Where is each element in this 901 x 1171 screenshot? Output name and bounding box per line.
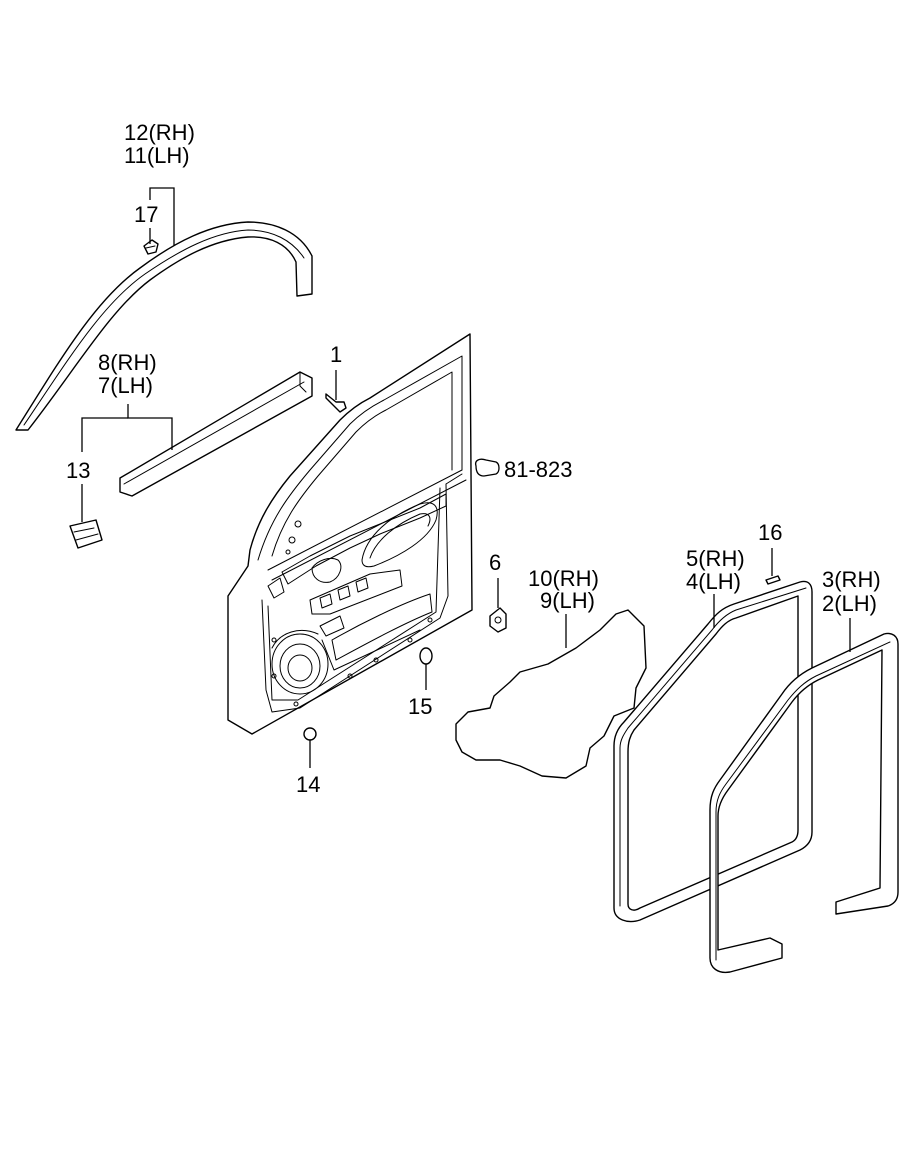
callout-ref-81-823: 81-823 bbox=[504, 457, 573, 482]
callout-13: 13 bbox=[66, 458, 90, 483]
callout-14: 14 bbox=[296, 772, 320, 797]
callout-9-lh: 9(LH) bbox=[540, 588, 595, 613]
weatherstrip-inner bbox=[613, 580, 813, 923]
callout-2-lh: 2(LH) bbox=[822, 591, 877, 616]
door-panel bbox=[227, 333, 473, 735]
callout-4-lh: 4(LH) bbox=[686, 569, 741, 594]
callout-15: 15 bbox=[408, 694, 432, 719]
bracket-part bbox=[69, 519, 103, 549]
sealing-film bbox=[455, 609, 647, 779]
callout-3-rh: 3(RH) bbox=[822, 567, 881, 592]
screw-part bbox=[325, 393, 347, 413]
callout-5-rh: 5(RH) bbox=[686, 546, 745, 571]
weatherstrip-outer bbox=[709, 632, 899, 974]
pad-part bbox=[765, 575, 781, 585]
callout-11-lh: 11(LH) bbox=[124, 143, 190, 168]
leader-lines bbox=[81, 187, 851, 768]
callout-1: 1 bbox=[330, 342, 342, 367]
callout-17: 17 bbox=[134, 202, 158, 227]
callout-10-rh: 10(RH) bbox=[528, 566, 599, 591]
callout-12-rh: 12(RH) bbox=[124, 120, 195, 145]
callout-6: 6 bbox=[489, 550, 501, 575]
belt-molding bbox=[119, 371, 313, 497]
roof-molding bbox=[15, 221, 313, 431]
callout-7-lh: 7(LH) bbox=[98, 373, 153, 398]
grommet-part bbox=[489, 607, 507, 633]
plug-part-15 bbox=[419, 647, 433, 665]
callout-8-rh: 8(RH) bbox=[98, 350, 157, 375]
plug-part-14 bbox=[303, 727, 317, 741]
clip-part bbox=[143, 239, 159, 255]
callout-16: 16 bbox=[758, 520, 782, 545]
